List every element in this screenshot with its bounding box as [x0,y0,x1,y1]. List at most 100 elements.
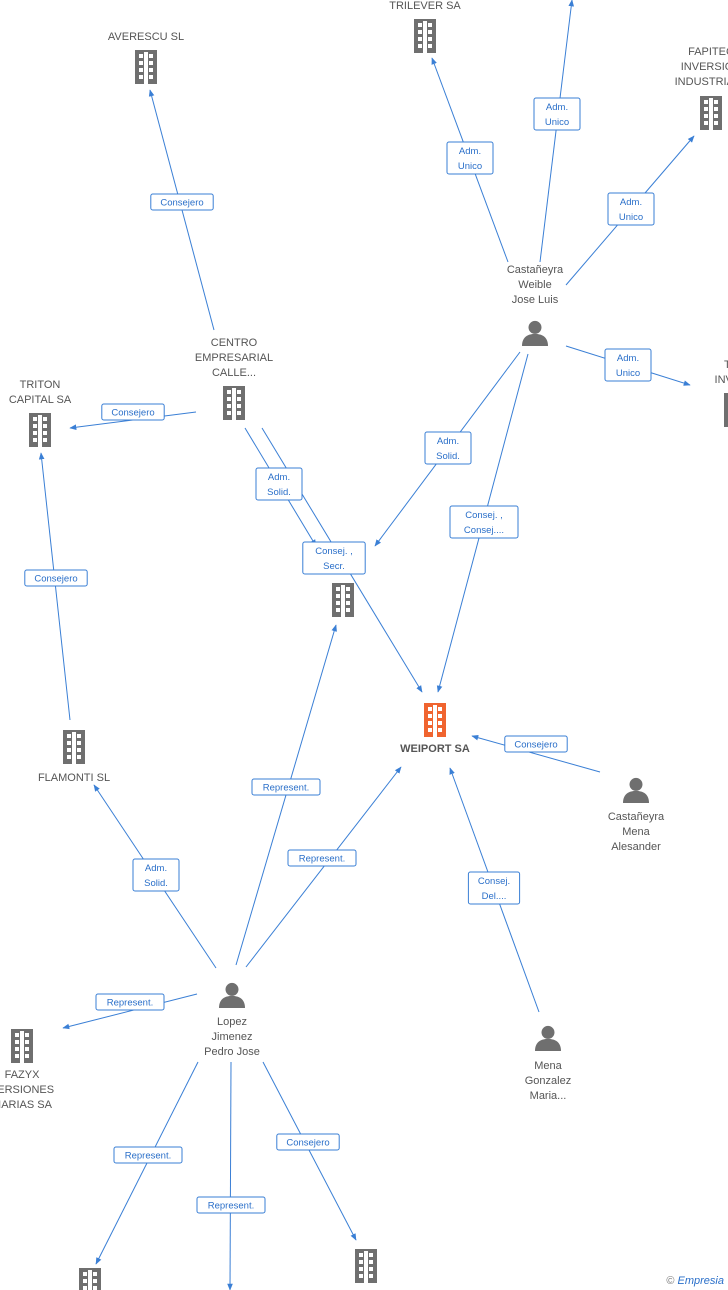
edge-label-lopez-to-weiport: Represent. [287,849,357,867]
copyright-symbol: © [666,1275,675,1287]
building-icon [11,1029,33,1063]
person-icon [522,320,548,346]
node-label: CAPITAL SA [9,394,72,406]
edge-label-text: Unico [616,368,640,379]
node-label: TRILEVER SA [389,0,461,12]
node-fapitec[interactable]: FAPITEC INVERSION INDUSTRIALE [675,46,728,130]
edge-label-text: Adm. [617,353,639,364]
edge-label-castaneyra_weible-to-trilever: Adm. Unico [446,141,494,175]
edge-lopez-to-bottom_offscreen [227,1061,233,1290]
edge-label-flamonti-to-triton: Consejero [24,569,88,587]
node-label: Lopez [217,1016,247,1028]
edge-label-text: Consej.... [464,525,504,536]
edge-castaneyra_weible-to-top_offscreen [539,0,575,263]
edge-lopez-to-weiport [245,766,402,968]
edge-lopez-to-bottom_mid [262,1061,357,1241]
edge-label-text: Consejero [34,574,77,585]
edge-label-text: Adm. [546,102,568,113]
edge-label-lopez-to-in_sa: Represent. [251,778,321,796]
edge-label-castaneyra_weible-to-weiport: Consej. ,Consej.... [449,505,519,539]
node-label: Mena [534,1060,562,1072]
node-bottom_mid[interactable] [355,1249,377,1283]
node-label: Jimenez [212,1031,253,1043]
building-icon [414,19,436,53]
node-label: Castañeyra [608,811,665,823]
node-weiport[interactable]: WEIPORT SA [400,703,470,755]
edge-label-text: Consejero [514,740,557,751]
node-label: Gonzalez [525,1075,571,1087]
node-label: FAZYX [5,1069,41,1081]
node-label: TER [724,359,728,371]
node-label: FAPITEC [688,46,728,58]
edge-label-text: Represent. [299,854,345,865]
brand-name: Empresia [677,1275,724,1287]
edge-label-text: Consej. [478,876,510,887]
node-label: Alesander [611,841,661,853]
node-trilever[interactable]: TRILEVER SA [389,0,461,53]
edge-label-castaneyra_weible-to-top_offscreen: Adm. Unico [533,97,581,131]
node-averescu[interactable]: AVERESCU SL [108,31,184,84]
edge-label-text: Adm. [145,863,167,874]
building-icon [29,413,51,447]
edge-lopez-to-fazyx [62,993,198,1030]
building-icon [355,1249,377,1283]
edge-label-text: Adm. [437,436,459,447]
node-label: Maria... [530,1090,567,1102]
node-fazyx[interactable]: FAZYXVERSIONESLIARIAS SA [0,1029,54,1111]
node-label: Mena [622,826,650,838]
edge-label-centro-to-averescu: Consejero [150,193,214,211]
building-icon [223,386,245,420]
edge-label-text: Adm. [459,146,481,157]
node-label: CALLE... [212,367,256,379]
edge-label-text: Secr. [323,561,345,572]
building-icon [63,730,85,764]
edge-label-text: Consejero [111,408,154,419]
node-label: FLAMONTI SL [38,772,110,784]
node-label: EMPRESARIAL [195,352,273,364]
edge-label-castaneyra_mena-to-weiport: Consejero [504,735,568,753]
node-ter[interactable]: TERINVERS [715,359,728,427]
node-label: Weible [518,279,551,291]
node-bottom_left[interactable] [79,1268,101,1290]
node-triton[interactable]: TRITON CAPITAL SA [9,379,72,447]
node-flamonti[interactable]: FLAMONTI SL [38,730,110,784]
edge-label-lopez-to-bottom_offscreen: Represent. [196,1196,266,1214]
edge-label-text: Unico [458,161,482,172]
main-building-icon [424,703,446,737]
building-icon [724,393,728,427]
edge-label-castaneyra_weible-to-in_sa: Adm. Solid. [424,431,472,465]
node-label: WEIPORT SA [400,743,470,755]
node-label: Jose Luis [512,294,559,306]
building-icon [135,50,157,84]
edge-label-centro-to-triton: Consejero [101,403,165,421]
person-icon [535,1025,561,1051]
edge-label-castaneyra_weible-to-fapitec: Adm.Unico [607,192,655,226]
node-mena_gonzalez[interactable]: MenaGonzalezMaria... [525,1025,571,1102]
node-label: LIARIAS SA [0,1099,53,1111]
edge-label-text: Represent. [208,1201,254,1212]
person-icon [219,982,245,1008]
edge-label-lopez-to-bottom_left: Represent. [113,1146,183,1164]
edge-label-lopez-to-flamonti: Adm.Solid. [132,858,180,892]
node-label: CENTRO [211,337,258,349]
edge-label-mena_gonzalez-to-weiport: Consej.Del.... [467,871,521,905]
node-label: TRITON [20,379,61,391]
edge-label-text: Solid. [267,487,291,498]
edge-label-text: Adm. [620,197,642,208]
edge-label-text: Represent. [107,998,153,1009]
edge-label-lopez-to-fazyx: Represent. [95,993,165,1011]
edge-label-text: Solid. [436,451,460,462]
node-centro[interactable]: CENTRO EMPRESARIAL CALLE... [195,337,273,420]
node-label: INDUSTRIALE [675,76,728,88]
node-label: INVERSION [681,61,728,73]
edge-label-text: Consej. , [315,546,353,557]
person-icon [623,777,649,803]
edge-label-text: Represent. [263,783,309,794]
edge-label-text: Consejero [286,1138,329,1149]
edge-label-text: Unico [545,117,569,128]
node-label: Castañeyra [507,264,564,276]
